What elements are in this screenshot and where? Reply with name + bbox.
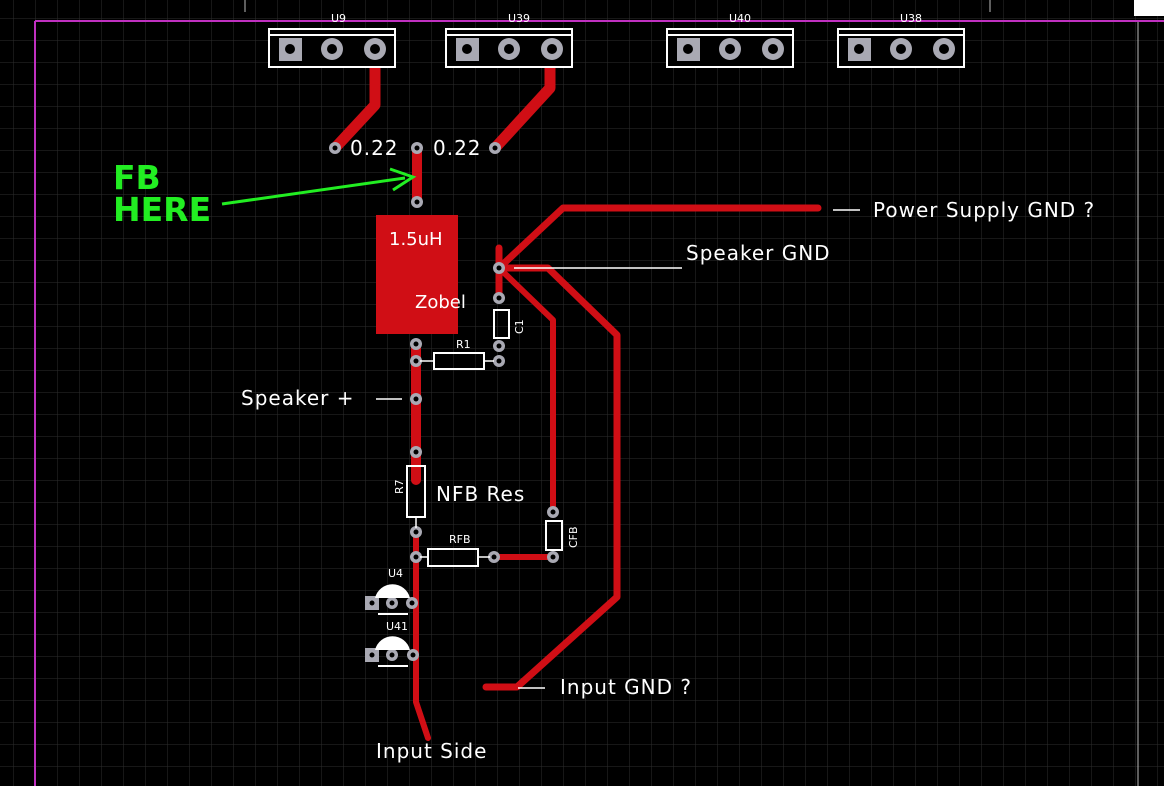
u4-label: U4 [388, 567, 404, 580]
u4-pads[interactable] [365, 596, 398, 610]
nfb-res-label: NFB Res [436, 482, 526, 506]
u40-label: U40 [729, 12, 752, 25]
fb-here-annotation: FB HERE [113, 158, 212, 229]
u41-label: U41 [386, 620, 409, 633]
arrow-right-icon [221, 167, 417, 206]
zobel-label: Zobel [415, 292, 466, 313]
toolbar-pencil-icon[interactable] [1134, 0, 1164, 16]
fb-annotation-line1: FB [113, 158, 161, 197]
via-pad[interactable] [547, 551, 559, 563]
u41-pads[interactable] [365, 648, 398, 662]
via-pad[interactable] [493, 355, 505, 367]
via-pad[interactable] [488, 551, 500, 563]
inductor-zobel-block[interactable] [376, 215, 458, 334]
speaker-plus-label: Speaker + [241, 386, 355, 410]
via-pad[interactable] [411, 196, 423, 208]
leader-lines [376, 209, 860, 689]
u39-label: U39 [508, 12, 531, 25]
input-gnd-label: Input GND ? [560, 675, 692, 699]
transistor-u38-footprint[interactable] [837, 28, 965, 68]
via-pad[interactable] [493, 340, 505, 352]
component-leads [415, 360, 494, 558]
via-pad[interactable] [547, 506, 559, 518]
fb-annotation-line2: HERE [113, 190, 212, 229]
emitter-resistor-left-label: 0.22 [350, 136, 399, 160]
r1-label: R1 [456, 338, 471, 351]
u41-footprint[interactable] [375, 636, 410, 667]
r7-label: R7 [393, 479, 406, 494]
speaker-gnd-label: Speaker GND [686, 241, 831, 265]
via-pad[interactable] [410, 551, 422, 563]
via-pad[interactable] [410, 393, 422, 405]
board-edge-marks [244, 0, 1139, 786]
via-pad[interactable] [329, 142, 341, 154]
via-pad[interactable] [493, 292, 505, 304]
transistor-u40-footprint[interactable] [666, 28, 794, 68]
u38-label: U38 [900, 12, 923, 25]
u9-label: U9 [331, 12, 347, 25]
via-pad[interactable] [406, 597, 418, 609]
c1-body[interactable] [493, 309, 510, 339]
via-pad[interactable] [489, 142, 501, 154]
via-pad[interactable] [411, 142, 423, 154]
cfb-body[interactable] [545, 520, 563, 551]
via-pad[interactable] [493, 262, 505, 274]
via-pad[interactable] [407, 649, 419, 661]
input-side-label: Input Side [376, 739, 488, 763]
transistor-u9-footprint[interactable] [268, 28, 396, 68]
via-pad[interactable] [410, 446, 422, 458]
via-pad[interactable] [410, 338, 422, 350]
rfb-label: RFB [449, 533, 471, 546]
board-outline [34, 20, 1164, 786]
cfb-label: CFB [567, 526, 580, 548]
emitter-resistor-right-label: 0.22 [433, 136, 482, 160]
via-pad[interactable] [410, 355, 422, 367]
transistor-u39-footprint[interactable] [445, 28, 573, 68]
via-pad[interactable] [410, 526, 422, 538]
c1-label: C1 [513, 319, 526, 334]
power-supply-gnd-label: Power Supply GND ? [873, 198, 1096, 222]
u4-footprint[interactable] [375, 584, 410, 615]
inductor-label: 1.5uH [389, 229, 443, 250]
